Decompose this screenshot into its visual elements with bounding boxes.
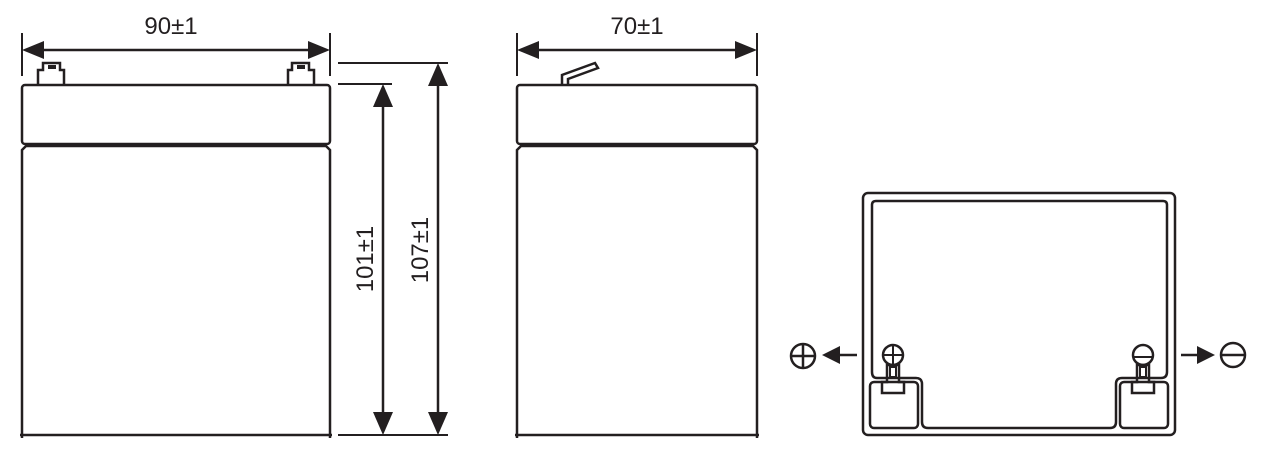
terminal-slot [48, 65, 56, 69]
arrow-right-icon [308, 41, 330, 59]
arrow-left-icon [822, 346, 840, 364]
terminal-right [286, 61, 316, 84]
front-view: 90±1 101±1 107±1 [20, 13, 448, 438]
lid [20, 83, 332, 146]
container-height-label: 101±1 [352, 226, 379, 293]
arrow-down-icon [428, 412, 448, 435]
terminal-pocket-left [868, 380, 920, 430]
terminal-side [560, 61, 600, 84]
terminal-head-right [1131, 343, 1155, 367]
terminal-slot [297, 65, 305, 69]
arrow-up-icon [373, 84, 393, 107]
top-view [789, 191, 1247, 437]
arrow-left-icon [22, 41, 44, 59]
width-label: 90±1 [144, 13, 197, 40]
terminal-left [36, 61, 66, 84]
terminal-pocket-right [1118, 380, 1170, 430]
arrow-left-icon [517, 41, 539, 59]
arrow-up-icon [428, 63, 448, 86]
positive-terminal-icon [789, 342, 817, 370]
terminal-slot [1139, 366, 1147, 378]
container-body [515, 144, 759, 438]
side-view: 70±1 [515, 13, 759, 438]
outer-outline [861, 191, 1177, 437]
lid [515, 83, 759, 146]
total-height-label: 107±1 [407, 217, 434, 284]
terminal-right [1130, 363, 1156, 395]
terminal-slot [889, 366, 897, 378]
container-body [20, 144, 332, 438]
depth-label: 70±1 [610, 13, 663, 40]
arrow-right-icon [1197, 346, 1215, 364]
negative-terminal-icon [1219, 341, 1247, 369]
arrow-down-icon [373, 412, 393, 435]
inner-outline [870, 199, 1169, 430]
arrow-right-icon [735, 41, 757, 59]
terminal-left [880, 363, 906, 395]
